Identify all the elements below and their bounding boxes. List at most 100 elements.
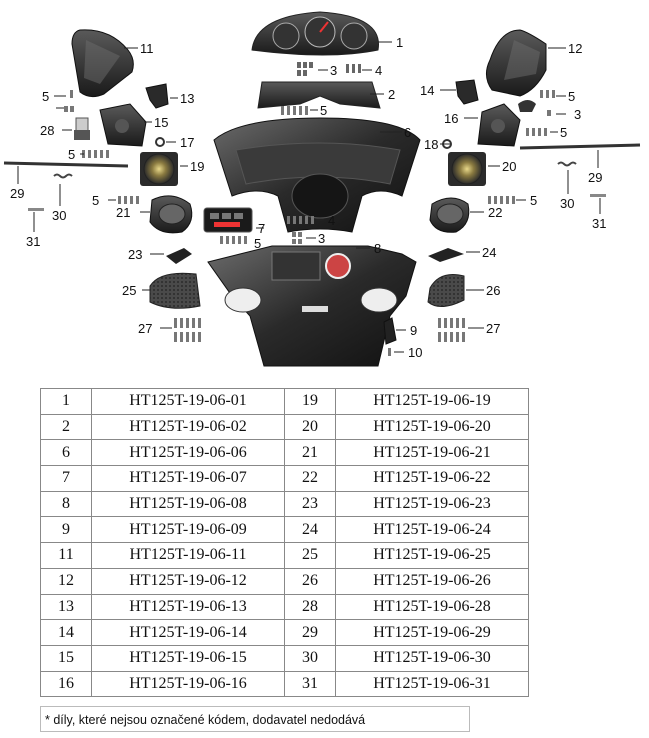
part-code-cell: HT125T-19-06-08 [91,490,285,518]
callout-17: 17 [180,135,194,150]
part-code-cell: HT125T-19-06-28 [335,593,529,621]
right-mirror [486,29,547,97]
callout-16: 16 [444,111,458,126]
callout-31b: 31 [592,216,606,231]
part-code-cell: HT125T-19-06-15 [91,644,285,672]
right-rod [519,143,641,150]
part-number-cell: 16 [40,670,92,698]
part-number-cell: 2 [40,413,92,441]
exploded-parts-diagram: 1 2 3 3 3 4 4 5 5 5 5 5 5 5 5 6 7 8 9 10… [3,11,641,367]
callout-19: 19 [190,159,204,174]
callout-3c: 3 [318,231,325,246]
callout-labels: 1 2 3 3 3 4 4 5 5 5 5 5 5 5 5 6 7 8 9 10… [10,35,606,360]
callout-5h: 5 [530,193,537,208]
callout-30a: 30 [52,208,66,223]
callout-7: 7 [258,221,265,236]
bag-hook [383,317,397,345]
part-code-cell: HT125T-19-06-14 [91,619,285,646]
part-code-cell: HT125T-19-06-31 [335,670,529,698]
callout-18: 18 [424,137,438,152]
callout-14: 14 [420,83,434,98]
inner-fairing-panel [213,117,421,233]
part-code-cell: HT125T-19-06-11 [91,542,285,569]
cluster-fasteners [297,62,361,76]
part-code-cell: HT125T-19-06-25 [335,542,529,569]
callout-10: 10 [408,345,422,360]
part-number-cell: 13 [40,593,92,621]
part-number-cell: 20 [284,413,336,441]
left-mirror-bracket [145,83,169,109]
part-code-cell: HT125T-19-06-22 [335,465,529,492]
part-number-cell: 19 [284,388,336,415]
left-speaker-bezel [149,195,193,234]
part-number-cell: 7 [40,465,92,492]
ring-left [155,137,165,147]
left-rod [3,161,129,168]
callout-25: 25 [122,283,136,298]
right-mirror-bracket [455,79,479,105]
part-code-cell: HT125T-19-06-29 [335,619,529,646]
part-number-cell: 29 [284,619,336,646]
callout-5e: 5 [254,236,261,251]
callout-28: 28 [40,123,54,138]
right-bolt [590,194,606,197]
callout-4a: 4 [375,63,382,78]
left-bolt [28,208,44,211]
part-code-cell: HT125T-19-06-12 [91,567,285,595]
left-spring [53,173,73,179]
part-code-cell: HT125T-19-06-13 [91,593,285,621]
callout-5b: 5 [42,89,49,104]
part-number-cell: 11 [40,542,92,569]
callout-5d: 5 [92,193,99,208]
part-code-cell: HT125T-19-06-09 [91,516,285,544]
callout-23: 23 [128,247,142,262]
part-code-cell: HT125T-19-06-06 [91,439,285,467]
callout-8: 8 [374,241,381,256]
callout-3b: 3 [574,107,581,122]
callout-29a: 29 [10,186,24,201]
right-grille [427,274,465,307]
callout-5f: 5 [568,89,575,104]
callout-2: 2 [388,87,395,102]
left-mirror [71,29,134,98]
callout-4b: 4 [328,213,335,228]
part-number-cell: 9 [40,516,92,544]
callout-15: 15 [154,115,168,130]
part-number-cell: 15 [40,644,92,672]
right-trim-piece [428,248,464,262]
part-number-cell: 12 [40,567,92,595]
right-housing [477,103,521,147]
hook-screw [388,348,391,356]
callout-20: 20 [502,159,516,174]
cluster-bracket [257,81,381,109]
part-number-cell: 24 [284,516,336,544]
part-code-cell: HT125T-19-06-20 [335,413,529,441]
instrument-cluster [251,11,379,56]
part-code-cell: HT125T-19-06-02 [91,413,285,441]
left-cylinder-part [74,117,90,140]
part-number-cell: 6 [40,439,92,467]
part-code-cell: HT125T-19-06-07 [91,465,285,492]
callout-3a: 3 [330,63,337,78]
part-code-cell: HT125T-19-06-24 [335,516,529,544]
callout-22: 22 [488,205,502,220]
part-number-cell: 21 [284,439,336,467]
left-grille [149,272,201,309]
part-number-cell: 25 [284,542,336,569]
part-number-cell: 23 [284,490,336,518]
callout-9: 9 [410,323,417,338]
callout-30b: 30 [560,196,574,211]
callout-27a: 27 [138,321,152,336]
